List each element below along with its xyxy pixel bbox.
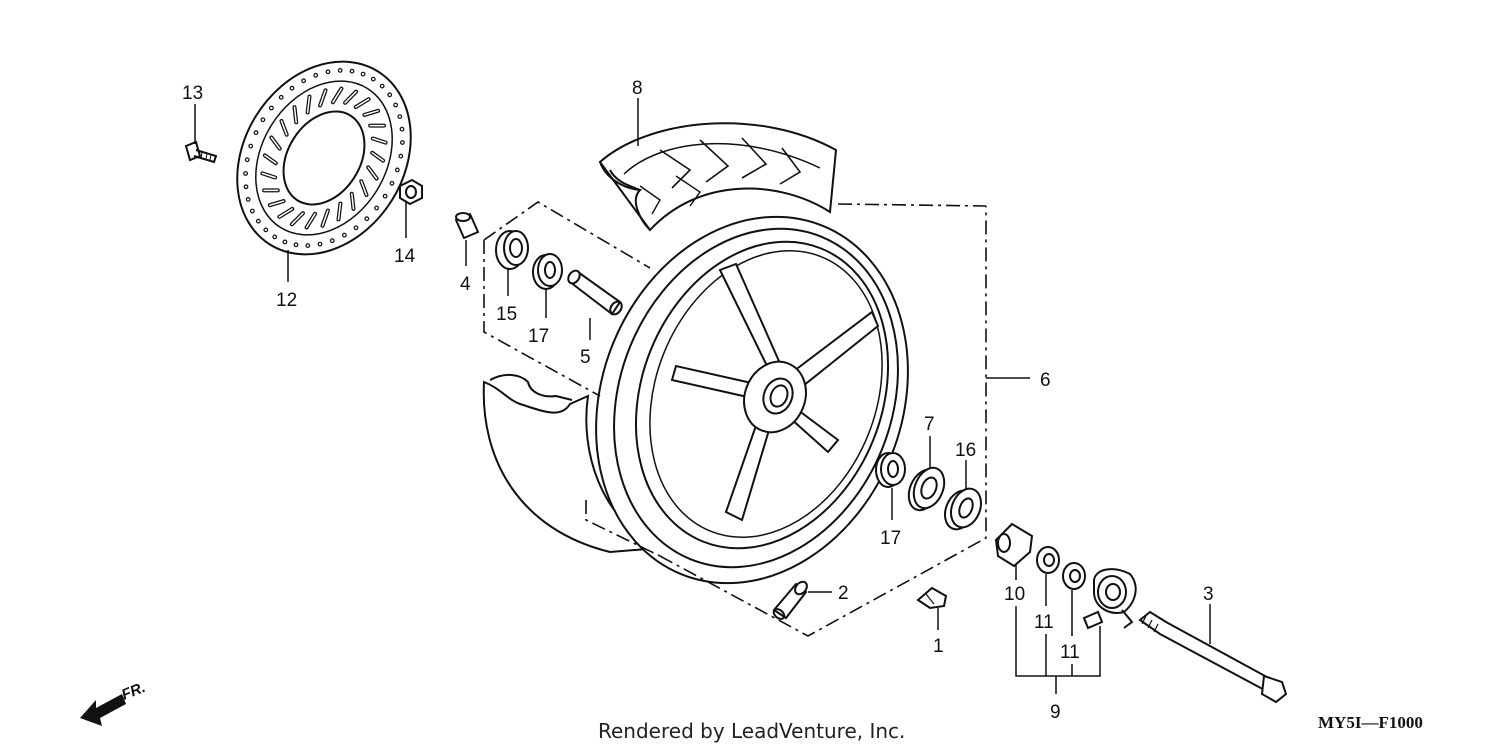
- tire-valve: [772, 580, 808, 620]
- callout-9: 9: [1050, 702, 1061, 723]
- callout-11-b: 11: [1060, 642, 1080, 663]
- balance-weight: [916, 586, 948, 610]
- callout-1: 1: [933, 636, 944, 657]
- distance-collar: [567, 269, 623, 316]
- credit-text: Rendered by LeadVenture, Inc.: [598, 719, 905, 743]
- wheel-rim: [595, 215, 909, 585]
- bearing-left: [532, 253, 563, 290]
- callout-13: 13: [182, 83, 203, 104]
- callout-5: 5: [580, 347, 591, 368]
- callout-7: 7: [924, 414, 935, 435]
- brake-disc: [236, 60, 412, 256]
- direction-label: FR.: [119, 679, 148, 704]
- callout-labels: 13 12 14 4 15 17 5 8 6 7 16 17 2 1 3 10 …: [182, 78, 1214, 723]
- assembly-outline: [483, 201, 987, 637]
- diagram-code: MY5I—F1000: [1318, 713, 1423, 732]
- callout-16: 16: [955, 440, 976, 461]
- washer-a: [1036, 546, 1060, 574]
- callout-12: 12: [276, 290, 297, 311]
- side-collar: [454, 212, 480, 240]
- callout-2: 2: [838, 583, 849, 604]
- axle-collar: [994, 522, 1034, 568]
- callout-11-a: 11: [1034, 612, 1054, 633]
- front-direction-arrow: FR.: [80, 679, 148, 726]
- callout-3: 3: [1203, 584, 1214, 605]
- callout-10: 10: [1004, 584, 1025, 605]
- tire-cutaway: [482, 374, 664, 554]
- callout-14: 14: [394, 246, 416, 267]
- callout-17-right: 17: [880, 528, 901, 549]
- disc-bolt: [184, 140, 218, 164]
- speedometer-gearbox: [1082, 568, 1137, 630]
- callout-4: 4: [460, 274, 471, 295]
- bearing-right: [875, 452, 906, 488]
- disc-nut: [399, 178, 423, 206]
- tire-section: [598, 122, 838, 232]
- washer-b: [1062, 562, 1086, 590]
- callout-6: 6: [1040, 370, 1051, 391]
- oil-seal: [907, 466, 946, 512]
- leader-lines: [194, 98, 1211, 694]
- callout-15: 15: [496, 304, 517, 325]
- callout-8: 8: [632, 78, 643, 99]
- callout-17-left: 17: [528, 326, 549, 347]
- dust-seal-right: [944, 487, 982, 531]
- front-axle: [1138, 610, 1288, 704]
- dust-seal-left: [495, 230, 529, 270]
